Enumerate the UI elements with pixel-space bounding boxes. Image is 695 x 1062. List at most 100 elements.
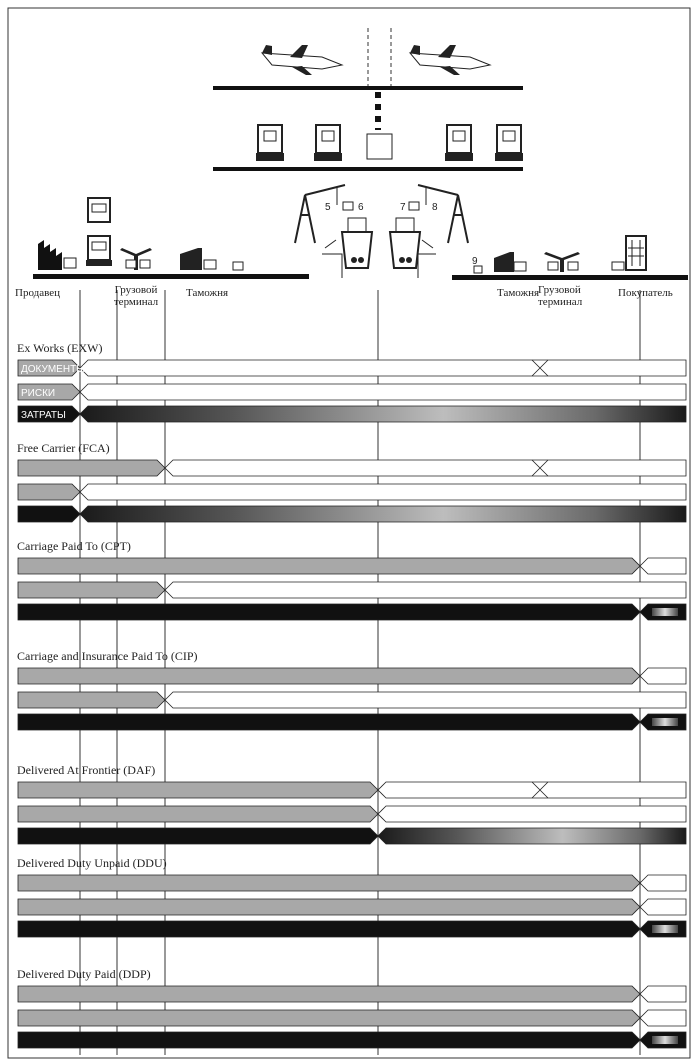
ship-icon (340, 217, 374, 269)
section-title: Free Carrier (FCA) (17, 441, 110, 455)
customs-chevron (531, 459, 549, 477)
factory-icon (38, 240, 77, 270)
seller-risks-bar (17, 898, 641, 916)
crane-icon (417, 184, 469, 244)
buyer-costs-highlight (652, 1036, 678, 1044)
buyer-documents-bar (639, 667, 687, 685)
airplane-icon (408, 45, 492, 75)
customs-building-icon (180, 248, 217, 270)
seller-costs-bar (17, 713, 641, 731)
seller-costs-bar (17, 827, 379, 845)
row-label: РИСКИ (21, 388, 55, 399)
section-title: Delivered Duty Paid (DDP) (17, 967, 151, 981)
buyer-documents-bar (639, 557, 687, 575)
seller-risks-bar (17, 383, 81, 401)
seller-costs-bar (17, 603, 641, 621)
rail-wagon-icon (445, 124, 473, 161)
section-title: Carriage Paid To (CPT) (17, 539, 131, 553)
row-label: ЗАТРАТЫ (21, 410, 66, 421)
buyer-documents-bar (377, 781, 687, 799)
crane-number: 8 (432, 202, 438, 213)
section-title: Ex Works (EXW) (17, 341, 102, 355)
buyer-documents-bar (639, 874, 687, 892)
buyer-risks-bar (639, 1009, 687, 1027)
customs-chevron (531, 359, 549, 377)
seller-documents-bar (17, 781, 379, 799)
label-buyer: Покупатель (618, 287, 673, 299)
crane-number: 6 (358, 202, 364, 213)
border-box (366, 133, 393, 160)
label-customs-right: Таможня (497, 287, 539, 299)
buyer-costs-bar (79, 505, 687, 523)
ground-line-left (33, 274, 309, 279)
crane-number: 9 (472, 256, 478, 267)
crane-number: 7 (400, 202, 406, 213)
arrow-icon (421, 239, 434, 249)
rail-line (213, 167, 523, 171)
seller-costs-bar (17, 920, 641, 938)
section-title: Delivered Duty Unpaid (DDU) (17, 856, 167, 870)
cargo-terminal-left-text: Грузовой терминал (113, 284, 159, 308)
section-title: Carriage and Insurance Paid To (CIP) (17, 649, 198, 663)
seller-risks-bar (17, 483, 81, 501)
seller-costs-bar (17, 505, 81, 523)
label-customs-left: Таможня (186, 287, 228, 299)
customs-building-icon (494, 252, 527, 272)
airplane-icon (260, 45, 344, 75)
ship-icon (388, 217, 422, 269)
seller-documents-bar (17, 874, 641, 892)
buyer-building-icon (611, 235, 647, 271)
cargo-terminal-right-text: Грузовой терминал (538, 284, 583, 308)
air-line (213, 86, 523, 90)
label-cargo-terminal-right: Грузовой терминал (538, 284, 583, 308)
section-title: Delivered At Frontier (DAF) (17, 763, 155, 777)
buyer-risks-bar (164, 581, 687, 599)
seller-documents-bar (17, 667, 641, 685)
buyer-risks-bar (377, 805, 687, 823)
customs-chevron (531, 781, 549, 799)
rail-wagon-icon (314, 124, 342, 161)
buyer-costs-highlight (652, 718, 678, 726)
crane-number: 5 (325, 202, 331, 213)
buyer-costs-highlight (652, 608, 678, 616)
arrow-icon (324, 239, 337, 249)
label-seller: Продавец (15, 287, 60, 299)
seller-risks-bar (17, 805, 379, 823)
seller-documents-bar (17, 985, 641, 1003)
seller-costs-bar (17, 1031, 641, 1049)
buyer-costs-highlight (652, 925, 678, 933)
crane-icon (294, 184, 346, 244)
buyer-risks-bar (79, 383, 687, 401)
terminal-icon (544, 252, 580, 272)
top-scene: 5 6 7 8 (33, 28, 688, 280)
buyer-risks-bar (639, 898, 687, 916)
seller-documents-bar (17, 459, 166, 477)
row-label: ДОКУМЕНТЫ (21, 364, 85, 375)
seller-risks-bar (17, 1009, 641, 1027)
container-icon (232, 261, 244, 271)
buyer-documents-bar (79, 359, 687, 377)
container-icon (342, 201, 354, 211)
seller-risks-bar (17, 691, 166, 709)
buyer-risks-bar (79, 483, 687, 501)
buyer-costs-bar (377, 827, 687, 845)
quay-line (417, 253, 436, 278)
terminal-icon (120, 248, 152, 270)
label-cargo-terminal-left: Грузовой терминал (113, 284, 159, 308)
buyer-risks-bar (164, 691, 687, 709)
container-icon (473, 265, 483, 274)
seller-risks-bar (17, 581, 166, 599)
quay-line (322, 253, 343, 278)
buyer-documents-bar (639, 985, 687, 1003)
container-icon (408, 201, 420, 211)
incoterm-sections: Ex Works (EXW) ДОКУМЕНТЫ РИСКИ ЗАТРАТЫ Free … (17, 341, 687, 1049)
buyer-costs-bar (79, 405, 687, 423)
ground-line-right (452, 275, 688, 280)
rail-wagon-icon (256, 124, 284, 161)
seller-costs-bar (17, 405, 81, 423)
buyer-documents-bar (164, 459, 687, 477)
seller-documents-bar (17, 359, 81, 377)
seller-documents-bar (17, 557, 641, 575)
page-border (7, 7, 691, 1059)
